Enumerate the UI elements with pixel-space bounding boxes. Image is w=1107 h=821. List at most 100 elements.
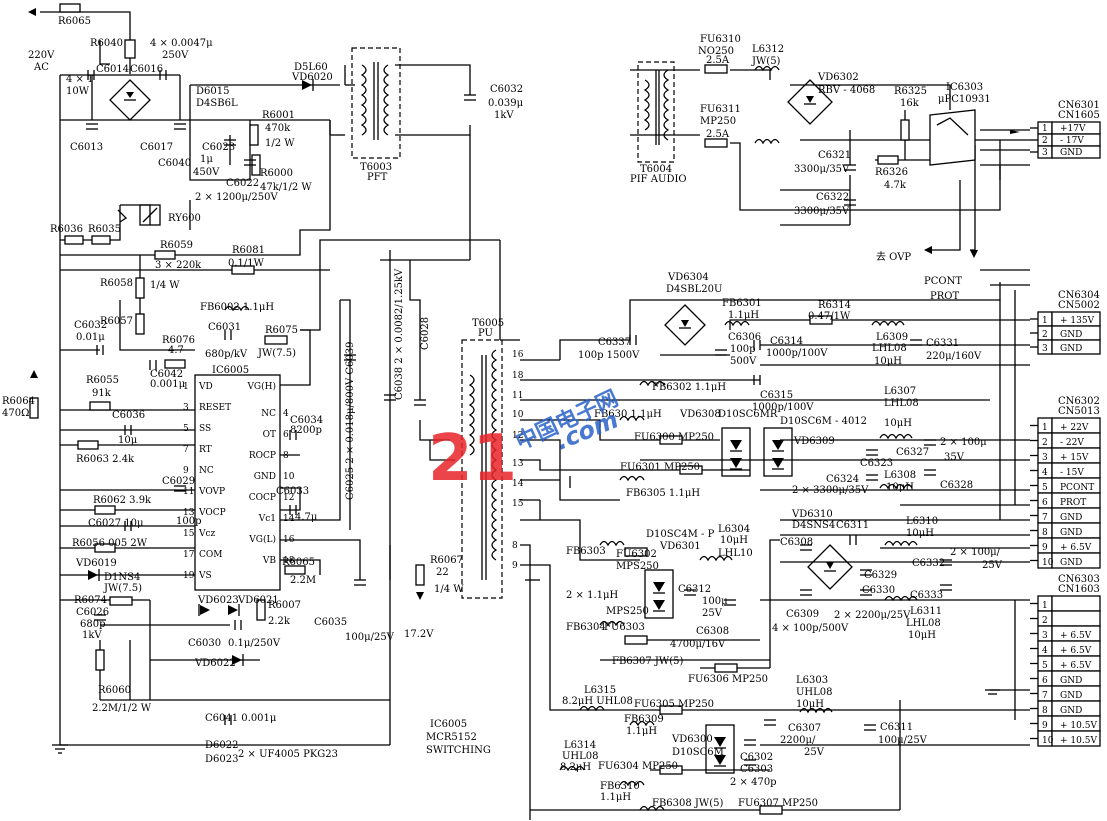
label: JW(5) bbox=[751, 56, 781, 67]
label: 4 × 100p/500V bbox=[772, 623, 849, 634]
label: NO250 bbox=[698, 46, 734, 57]
connector-pin-number: 5 bbox=[1042, 661, 1048, 671]
label: PROT bbox=[930, 291, 959, 302]
ic-pin-number: 14 bbox=[283, 514, 295, 524]
connector-pin-value: +17V bbox=[1060, 124, 1086, 134]
arrow-icon bbox=[924, 246, 932, 254]
ic-pin-label: OT bbox=[263, 430, 276, 440]
label: PIF AUDIO bbox=[630, 174, 687, 185]
inductor-L6315 bbox=[579, 705, 605, 712]
transformer-pin-number: 12 bbox=[512, 431, 523, 441]
label: C6016 bbox=[130, 64, 163, 75]
label: D10SC6M - 4012 bbox=[780, 416, 867, 427]
fuse-FU6311 bbox=[704, 138, 728, 148]
label: FU6301 MP250 bbox=[620, 462, 700, 473]
label: C6308 bbox=[696, 626, 729, 637]
ic-pin-label: Vcz bbox=[198, 529, 216, 539]
label: R6063 2.4k bbox=[76, 454, 135, 465]
resistor-R6060 bbox=[95, 649, 105, 671]
label: 500V bbox=[730, 356, 757, 367]
label: C6309 bbox=[786, 609, 819, 620]
connector-pin-number: 2 bbox=[1042, 438, 1048, 448]
transformer-pin-number: 15 bbox=[512, 499, 524, 509]
transformer-T6005 bbox=[461, 339, 503, 599]
connector-name: CN6303 bbox=[1058, 574, 1100, 585]
connector-pin-number: 9 bbox=[1042, 543, 1048, 553]
label: 1000p/100V bbox=[752, 402, 814, 413]
label: 1/4 W bbox=[434, 584, 464, 595]
label: C6314 bbox=[770, 336, 803, 347]
label: C6033 bbox=[276, 486, 309, 497]
label: L6311 bbox=[910, 606, 942, 617]
label: 17.2V bbox=[404, 629, 434, 640]
ic-pin-label: VG(H) bbox=[246, 381, 276, 392]
diode-VD6308 bbox=[721, 427, 751, 477]
label: FU6304 MP250 bbox=[598, 761, 678, 772]
label: 2 × UF4005 PKG23 bbox=[238, 749, 338, 760]
label: 25V bbox=[804, 747, 825, 758]
label: 2.5A bbox=[706, 129, 730, 140]
bridge-VD6304 bbox=[664, 304, 706, 346]
ic-pin-number: 11 bbox=[183, 487, 194, 497]
resistor-R6065 bbox=[59, 3, 81, 13]
ic-pin-number: 12 bbox=[283, 493, 294, 503]
transformer-T6003 bbox=[351, 47, 401, 159]
label: 3 × 220k bbox=[155, 260, 202, 271]
connector-pin-value: GND bbox=[1060, 691, 1082, 701]
label: 100p 1500V bbox=[578, 350, 640, 361]
label: C6306 bbox=[728, 332, 761, 343]
connector-pin-value: + 22V bbox=[1060, 423, 1089, 433]
label: D6023 bbox=[205, 754, 238, 765]
connector-pin-value: + 6.5V bbox=[1060, 646, 1092, 656]
diode-VD6309 bbox=[763, 427, 793, 477]
label: R6075 bbox=[265, 325, 298, 336]
label: FU6310 bbox=[700, 34, 741, 45]
arrow-icon bbox=[970, 250, 978, 258]
transformer-pin-number: 16 bbox=[512, 350, 524, 360]
label: 2 × 2200μ/25V bbox=[834, 610, 911, 621]
connector-name: CN6304 bbox=[1058, 290, 1100, 301]
label: 0.1/1W bbox=[228, 258, 265, 269]
label: C6321 bbox=[818, 150, 851, 161]
ic-pin-number: 15 bbox=[183, 529, 195, 539]
label: T6005 bbox=[472, 318, 504, 329]
label: D4SBL20U bbox=[666, 284, 722, 295]
label: C6027 10μ bbox=[88, 518, 144, 529]
ic-IC6303 bbox=[929, 109, 976, 166]
label: 10μH bbox=[908, 630, 936, 641]
diode-VD6022 bbox=[232, 654, 244, 666]
connector-pin-value: + 15V bbox=[1060, 453, 1089, 463]
arrow-icon bbox=[416, 592, 424, 600]
label: 10μH bbox=[796, 699, 824, 710]
connector-pin-value: - 22V bbox=[1060, 438, 1084, 448]
label: C6311 bbox=[836, 520, 869, 531]
label: LHL08 bbox=[906, 618, 941, 629]
ic-pin-number: 13 bbox=[183, 508, 195, 518]
labels: 220V AC R6065 R6040 4 × 0.0047μ 250V C60… bbox=[2, 16, 1003, 809]
label: RY600 bbox=[168, 213, 201, 224]
diode-VD6023 bbox=[198, 604, 210, 616]
connector-value-box bbox=[1051, 595, 1101, 612]
ic-pin-number: 5 bbox=[183, 424, 189, 434]
resistor-R6062 bbox=[94, 505, 116, 515]
label: R6057 bbox=[100, 316, 133, 327]
label: C6029 bbox=[162, 476, 195, 487]
label: 10μH bbox=[874, 356, 902, 367]
label: C6028 bbox=[420, 317, 431, 350]
label: 2 × 1.1μH bbox=[566, 590, 619, 601]
label: 1.1μH bbox=[626, 726, 657, 737]
transformer-pin-number: 18 bbox=[512, 371, 524, 381]
label: RBV - 4068 bbox=[818, 85, 875, 96]
inductor-L6304 bbox=[699, 555, 733, 562]
label: R6067 bbox=[430, 555, 463, 566]
connector-pin-number: 4 bbox=[1042, 646, 1048, 656]
inductor-FB6303 bbox=[599, 540, 625, 547]
resistor-R6059 bbox=[154, 250, 176, 260]
label: FU6300 MP250 bbox=[634, 432, 714, 443]
ic-pin-number: 4 bbox=[283, 409, 289, 419]
resistor-R6056 bbox=[94, 543, 116, 553]
label: FB6309 bbox=[624, 714, 664, 725]
connector-value-box bbox=[1051, 610, 1101, 627]
